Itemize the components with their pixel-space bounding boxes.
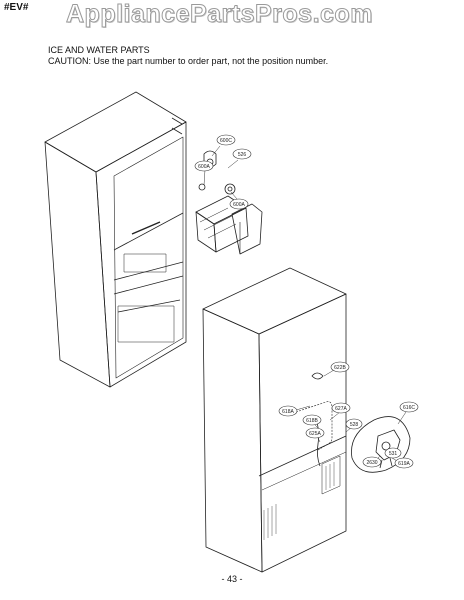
callouts: 600C 526 600A 600A 622B 618A 627A 618B bbox=[194, 134, 419, 469]
svg-text:2630: 2630 bbox=[366, 460, 377, 466]
page-heading: ICE AND WATER PARTS CAUTION: Use the par… bbox=[48, 45, 328, 67]
svg-text:622B: 622B bbox=[334, 365, 346, 371]
ice-maker-assembly bbox=[195, 150, 263, 255]
svg-text:526: 526 bbox=[238, 152, 247, 158]
svg-text:531: 531 bbox=[389, 451, 398, 457]
callout-618a: 618A bbox=[278, 405, 298, 417]
svg-text:627A: 627A bbox=[335, 406, 347, 412]
svg-text:600A: 600A bbox=[233, 202, 245, 208]
svg-text:600A: 600A bbox=[198, 164, 210, 170]
callout-618b: 618B bbox=[302, 414, 322, 426]
callout-600a-top: 600A bbox=[194, 160, 214, 172]
page-number: - 43 - bbox=[221, 574, 243, 584]
callout-2630: 2630 bbox=[362, 456, 382, 468]
callout-627a: 627A bbox=[331, 402, 351, 414]
callout-531: 531 bbox=[384, 447, 402, 459]
watermark: AppliancePartsPros.com bbox=[66, 0, 373, 29]
callout-616c: 616C bbox=[399, 401, 419, 413]
callout-625a: 625A bbox=[305, 427, 325, 439]
svg-text:528: 528 bbox=[350, 422, 359, 428]
refrigerator-cabinet-rear bbox=[202, 267, 347, 573]
corner-tag: #EV# bbox=[4, 2, 29, 13]
callout-526: 526 bbox=[232, 148, 252, 160]
callout-600c: 600C bbox=[216, 134, 236, 146]
svg-text:616C: 616C bbox=[403, 405, 415, 411]
svg-text:618A: 618A bbox=[282, 409, 294, 415]
caution-note: CAUTION: Use the part number to order pa… bbox=[48, 56, 329, 66]
svg-text:619A: 619A bbox=[398, 461, 410, 467]
svg-text:600C: 600C bbox=[220, 138, 232, 144]
refrigerator-cabinet-front bbox=[44, 91, 187, 388]
svg-text:618B: 618B bbox=[306, 418, 318, 424]
callout-600a-mid: 600A bbox=[229, 198, 249, 210]
callout-leaders bbox=[203, 145, 409, 463]
callout-622b: 622B bbox=[330, 361, 350, 373]
callout-528: 528 bbox=[345, 418, 363, 430]
section-title: ICE AND WATER PARTS bbox=[48, 45, 150, 55]
callout-619a: 619A bbox=[394, 457, 414, 469]
svg-text:625A: 625A bbox=[309, 431, 321, 437]
